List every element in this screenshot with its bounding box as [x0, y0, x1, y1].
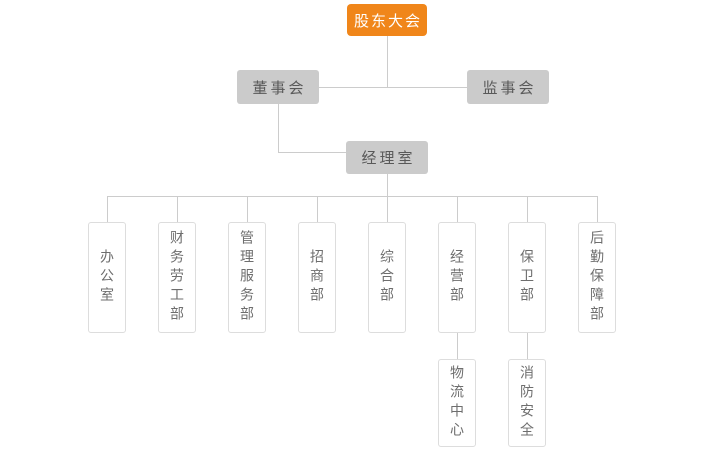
- connector-level2-bus: [319, 87, 467, 88]
- connector-stub-logistics-support: [597, 196, 598, 222]
- node-logistics-support-dept: 后勤保障部: [578, 222, 616, 333]
- node-general-office: 办公室: [88, 222, 126, 333]
- connector-stub-finance-labor: [177, 196, 178, 222]
- connector-stub-comprehensive: [387, 196, 388, 222]
- node-logistics-center: 物流中心: [438, 359, 476, 447]
- connector-departments-bus: [107, 196, 597, 197]
- connector-security-to-fire-safety: [527, 333, 528, 359]
- connector-stub-investment-promotion: [317, 196, 318, 222]
- node-board-of-directors: 董事会: [237, 70, 319, 104]
- node-supervisory-board: 监事会: [467, 70, 549, 104]
- node-comprehensive-dept: 综合部: [368, 222, 406, 333]
- node-operations-dept: 经营部: [438, 222, 476, 333]
- connector-stub-security: [527, 196, 528, 222]
- connector-stub-general-office: [107, 196, 108, 222]
- connector-root-to-level2: [387, 36, 388, 87]
- connector-board-down: [278, 104, 279, 152]
- connector-stub-management-service: [247, 196, 248, 222]
- node-security-dept: 保卫部: [508, 222, 546, 333]
- connector-stub-operations: [457, 196, 458, 222]
- node-investment-promotion-dept: 招商部: [298, 222, 336, 333]
- connector-managers-office-down: [387, 174, 388, 196]
- node-finance-labor-dept: 财务劳工部: [158, 222, 196, 333]
- connector-operations-to-logistics-center: [457, 333, 458, 359]
- node-shareholders-meeting: 股东大会: [347, 4, 427, 36]
- node-managers-office: 经理室: [346, 141, 428, 174]
- node-management-service-dept: 管理服务部: [228, 222, 266, 333]
- connector-board-to-managers-office: [278, 152, 346, 153]
- node-fire-safety: 消防安全: [508, 359, 546, 447]
